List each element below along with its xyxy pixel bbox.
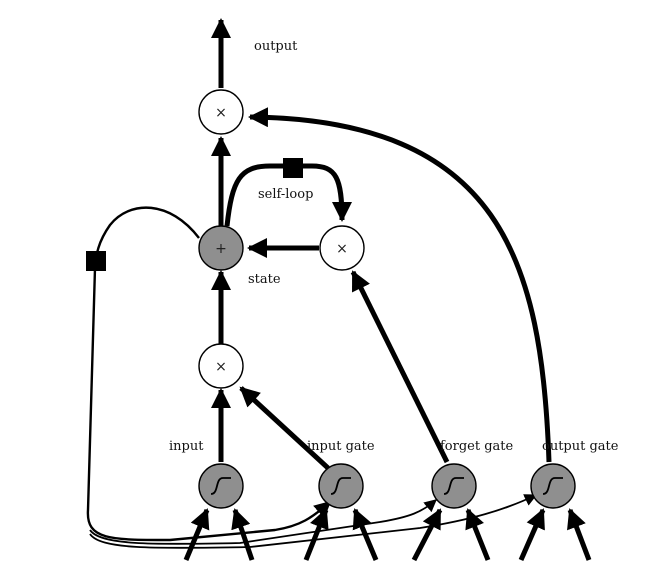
edge-in-input-gate-b: [352, 508, 379, 561]
multiply-symbol: ×: [215, 105, 227, 121]
output-label: output: [254, 39, 298, 54]
input-gate-node: [318, 463, 364, 509]
edge-input-gate-to-multiply: [239, 386, 330, 470]
edge-in-input-a: [183, 508, 210, 561]
sigmoid-icon: [443, 477, 464, 495]
output-multiply-node: ×: [198, 89, 244, 135]
sigmoid-icon: [210, 477, 231, 495]
sigmoid-icon: [330, 477, 351, 495]
edge-in-output-gate-a: [518, 508, 546, 562]
sigmoid-icon: [542, 477, 563, 495]
edges: [86, 18, 592, 562]
forget-gate-label: forget gate: [440, 439, 514, 454]
edge-state-recurrence: [86, 206, 332, 542]
state-node: +: [198, 225, 244, 271]
edge-self-loop: [224, 163, 352, 227]
self-loop-label: self-loop: [258, 187, 313, 202]
input-label: input: [169, 439, 204, 454]
output-gate-node: [530, 463, 576, 509]
output-gate-label: output gate: [542, 439, 619, 454]
input-unit-node: [198, 463, 244, 509]
edge-forget-gate-to-multiply: [350, 270, 450, 464]
edge-recurrence-to-forget-gate: [89, 499, 437, 545]
add-symbol: +: [215, 241, 227, 257]
multiply-symbol: ×: [336, 241, 348, 257]
state-delay-icon: [86, 251, 106, 271]
edge-in-output-gate-b: [567, 508, 592, 561]
self-loop-delay-icon: [283, 158, 303, 178]
edge-in-forget-gate-b: [465, 508, 491, 561]
self-loop-multiply-node: ×: [319, 225, 365, 271]
multiply-symbol: ×: [215, 359, 227, 375]
edge-in-input-b: [231, 508, 255, 561]
edge-output-gate-to-output-multiply: [248, 107, 552, 463]
edge-in-input-gate-a: [303, 508, 329, 561]
input-gate-label: input gate: [307, 439, 375, 454]
state-label: state: [248, 272, 281, 287]
input-multiply-node: ×: [198, 343, 244, 389]
edge-in-forget-gate-a: [411, 508, 443, 562]
forget-gate-node: [431, 463, 477, 509]
